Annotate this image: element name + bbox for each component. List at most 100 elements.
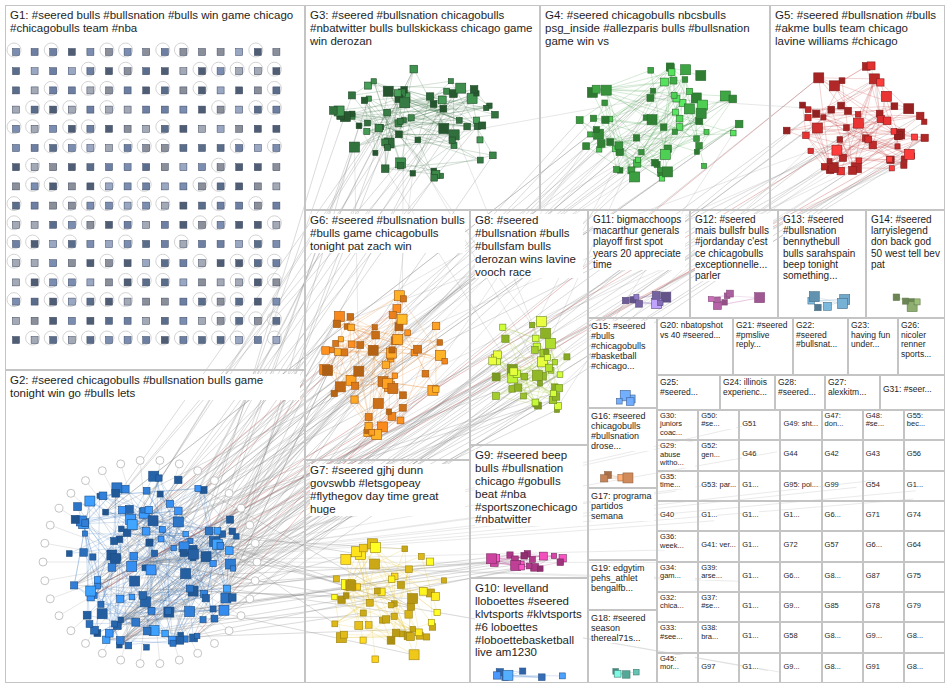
self-loop xyxy=(81,62,95,76)
self-loop xyxy=(267,81,281,95)
self-loop xyxy=(212,312,226,326)
self-loop xyxy=(156,81,170,95)
vertex-icon xyxy=(180,202,187,209)
outer-vertex xyxy=(156,456,164,464)
vertex-icon xyxy=(50,221,57,228)
outer-vertex xyxy=(41,539,49,547)
vertex-icon xyxy=(13,106,20,113)
vertex-icon xyxy=(50,241,57,248)
vertex-icon xyxy=(647,115,657,125)
vertex-icon xyxy=(143,298,150,305)
outer-vertex xyxy=(55,612,63,620)
vertex-icon xyxy=(236,68,243,75)
vertex-icon xyxy=(31,298,38,305)
vertex-icon xyxy=(406,566,413,573)
vertex-icon xyxy=(422,370,429,377)
vertex-icon xyxy=(124,202,131,209)
vertex-icon xyxy=(50,145,57,152)
intra-edge xyxy=(369,99,434,178)
vertex-icon xyxy=(372,331,380,339)
vertex-icon xyxy=(106,87,113,94)
vertex-icon xyxy=(405,611,412,618)
self-loop xyxy=(100,197,114,211)
vertex-icon xyxy=(217,87,224,94)
intra-edge xyxy=(399,296,444,361)
vertex-icon xyxy=(224,585,231,592)
self-loop xyxy=(156,254,170,268)
outer-vertex xyxy=(67,627,75,635)
vertex-icon xyxy=(199,125,206,132)
vertex-icon xyxy=(684,104,694,114)
self-loop xyxy=(249,273,263,287)
vertex-icon xyxy=(273,183,280,190)
vertex-icon xyxy=(607,139,614,146)
intra-edge xyxy=(100,496,218,531)
vertex-icon xyxy=(891,129,897,135)
vertex-icon xyxy=(181,569,191,579)
intra-edge xyxy=(342,548,376,600)
vertex-icon xyxy=(68,87,75,94)
cross-group-edge xyxy=(192,80,685,554)
vertex-icon xyxy=(360,544,368,552)
vertex-icon xyxy=(112,489,120,497)
vertex-icon xyxy=(515,384,522,391)
vertex-icon xyxy=(357,342,364,349)
vertex-icon xyxy=(143,202,150,209)
vertex-icon xyxy=(254,260,261,267)
vertex-icon xyxy=(254,221,261,228)
vertex-icon xyxy=(529,322,534,327)
vertex-icon xyxy=(143,164,150,171)
intra-edge xyxy=(830,109,909,161)
vertex-icon xyxy=(161,337,168,344)
vertex-icon xyxy=(385,145,391,151)
vertex-icon xyxy=(388,602,394,608)
vertex-cluster xyxy=(576,63,743,182)
vertex-icon xyxy=(87,145,94,152)
cross-group-edge xyxy=(150,452,777,562)
vertex-icon xyxy=(161,106,168,113)
vertex-icon xyxy=(386,409,391,414)
vertex-icon xyxy=(199,145,206,152)
vertex-icon xyxy=(146,565,156,575)
vertex-icon xyxy=(143,260,150,267)
vertex-icon xyxy=(106,68,113,75)
vertex-icon xyxy=(382,616,389,623)
vertex-icon xyxy=(236,164,243,171)
cross-group-edge xyxy=(150,562,768,671)
intra-edge xyxy=(586,98,650,146)
self-loop xyxy=(156,139,170,153)
cross-group-edge xyxy=(544,72,672,353)
vertex-icon xyxy=(87,125,94,132)
intra-edge xyxy=(368,356,391,433)
vertex-icon xyxy=(375,124,383,132)
vertex-icon xyxy=(121,485,129,493)
vertex-icon xyxy=(398,163,404,169)
vertex-icon xyxy=(161,164,168,171)
intra-edge xyxy=(355,400,372,433)
vertex-icon xyxy=(365,422,372,429)
vertex-icon xyxy=(813,110,820,117)
intra-edge xyxy=(631,121,699,170)
outer-vertex xyxy=(175,460,183,468)
self-loop xyxy=(137,139,151,153)
intra-edge xyxy=(74,585,173,643)
vertex-icon xyxy=(373,150,378,155)
outer-vertex xyxy=(82,477,90,485)
vertex-icon xyxy=(814,73,824,83)
vertex-icon xyxy=(333,340,339,346)
vertex-cluster xyxy=(320,291,448,440)
vertex-icon xyxy=(433,386,439,392)
vertex-icon xyxy=(696,71,706,81)
vertex-icon xyxy=(381,165,389,173)
vertex-icon xyxy=(371,543,381,553)
self-loop xyxy=(212,293,226,307)
self-loop xyxy=(230,312,244,326)
vertex-icon xyxy=(335,349,342,356)
cross-group-edge xyxy=(98,124,740,580)
vertex-icon xyxy=(652,159,659,166)
vertex-icon xyxy=(111,621,117,627)
outer-vertex xyxy=(175,656,183,664)
vertex-icon xyxy=(546,364,553,371)
intra-edge xyxy=(361,554,383,620)
vertex-icon xyxy=(273,317,280,324)
